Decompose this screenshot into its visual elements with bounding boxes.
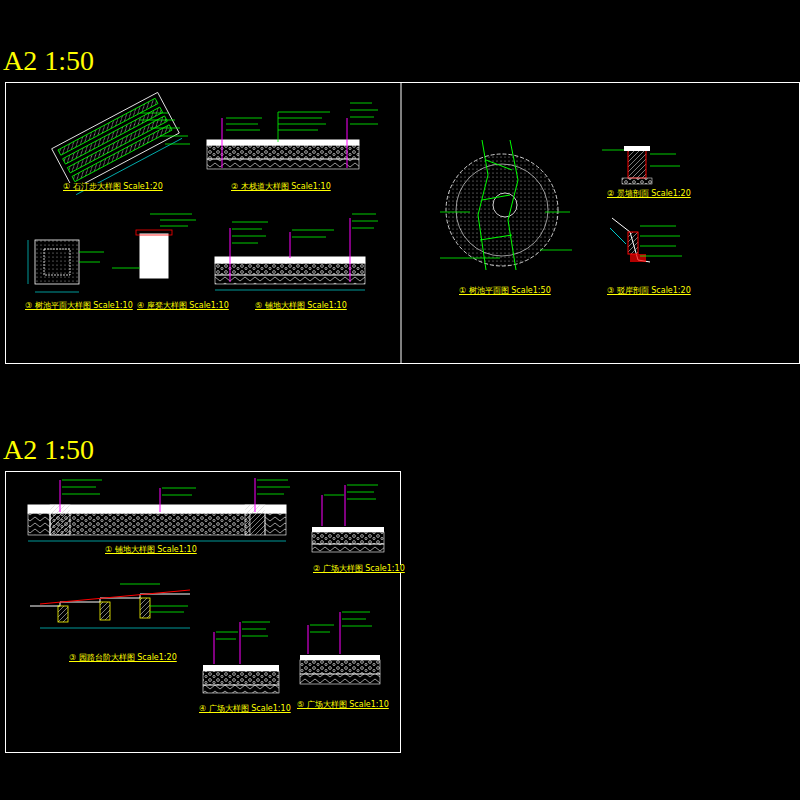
detail-caption: ④ 广场大样图 Scale1:10 <box>198 705 292 713</box>
detail-caption: ③ 驳岸剖面 Scale1:20 <box>606 287 692 295</box>
detail-caption: ② 景墙剖面 Scale1:20 <box>606 190 692 198</box>
detail-caption: ① 石汀步大样图 Scale1:20 <box>62 183 164 191</box>
detail-caption: ④ 座凳大样图 Scale1:10 <box>136 302 230 310</box>
detail-caption: ② 广场大样图 Scale1:10 <box>312 565 406 573</box>
detail-caption: ⑤ 广场大样图 Scale1:10 <box>296 701 390 709</box>
detail-caption: ⑤ 铺地大样图 Scale1:10 <box>254 302 348 310</box>
detail-caption: ① 树池平面图 Scale1:50 <box>458 287 552 295</box>
detail-caption: ② 木栈道大样图 Scale1:10 <box>230 183 332 191</box>
detail-caption: ③ 园路台阶大样图 Scale1:20 <box>68 654 178 662</box>
sheet-heading: A2 1:50 <box>3 436 94 464</box>
drawing-frame: A2 1:50 <box>5 82 800 364</box>
sheet-heading: A2 1:50 <box>3 47 94 75</box>
detail-caption: ③ 树池平面大样图 Scale1:10 <box>24 302 134 310</box>
detail-caption: ① 铺地大样图 Scale1:10 <box>104 546 198 554</box>
